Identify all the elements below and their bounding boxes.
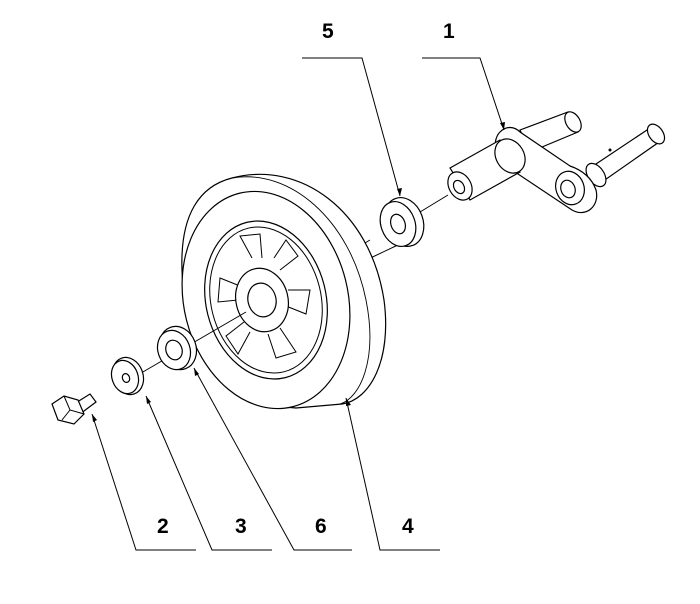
- part-4-wheel: [181, 173, 387, 410]
- callout-4: 4: [402, 515, 414, 538]
- callout-3: 3: [235, 515, 247, 538]
- callout-1: 1: [443, 20, 455, 43]
- callout-6: 6: [315, 515, 327, 538]
- part-2-hex-bolt: [51, 393, 97, 425]
- part-1-axle-bracket: [447, 111, 666, 214]
- part-6-washer: [156, 325, 198, 371]
- part-3-washer: [110, 356, 145, 396]
- leader-lines: [91, 57, 505, 551]
- callout-5: 5: [322, 20, 334, 43]
- callout-2: 2: [157, 515, 169, 538]
- part-5-washer: [379, 197, 425, 247]
